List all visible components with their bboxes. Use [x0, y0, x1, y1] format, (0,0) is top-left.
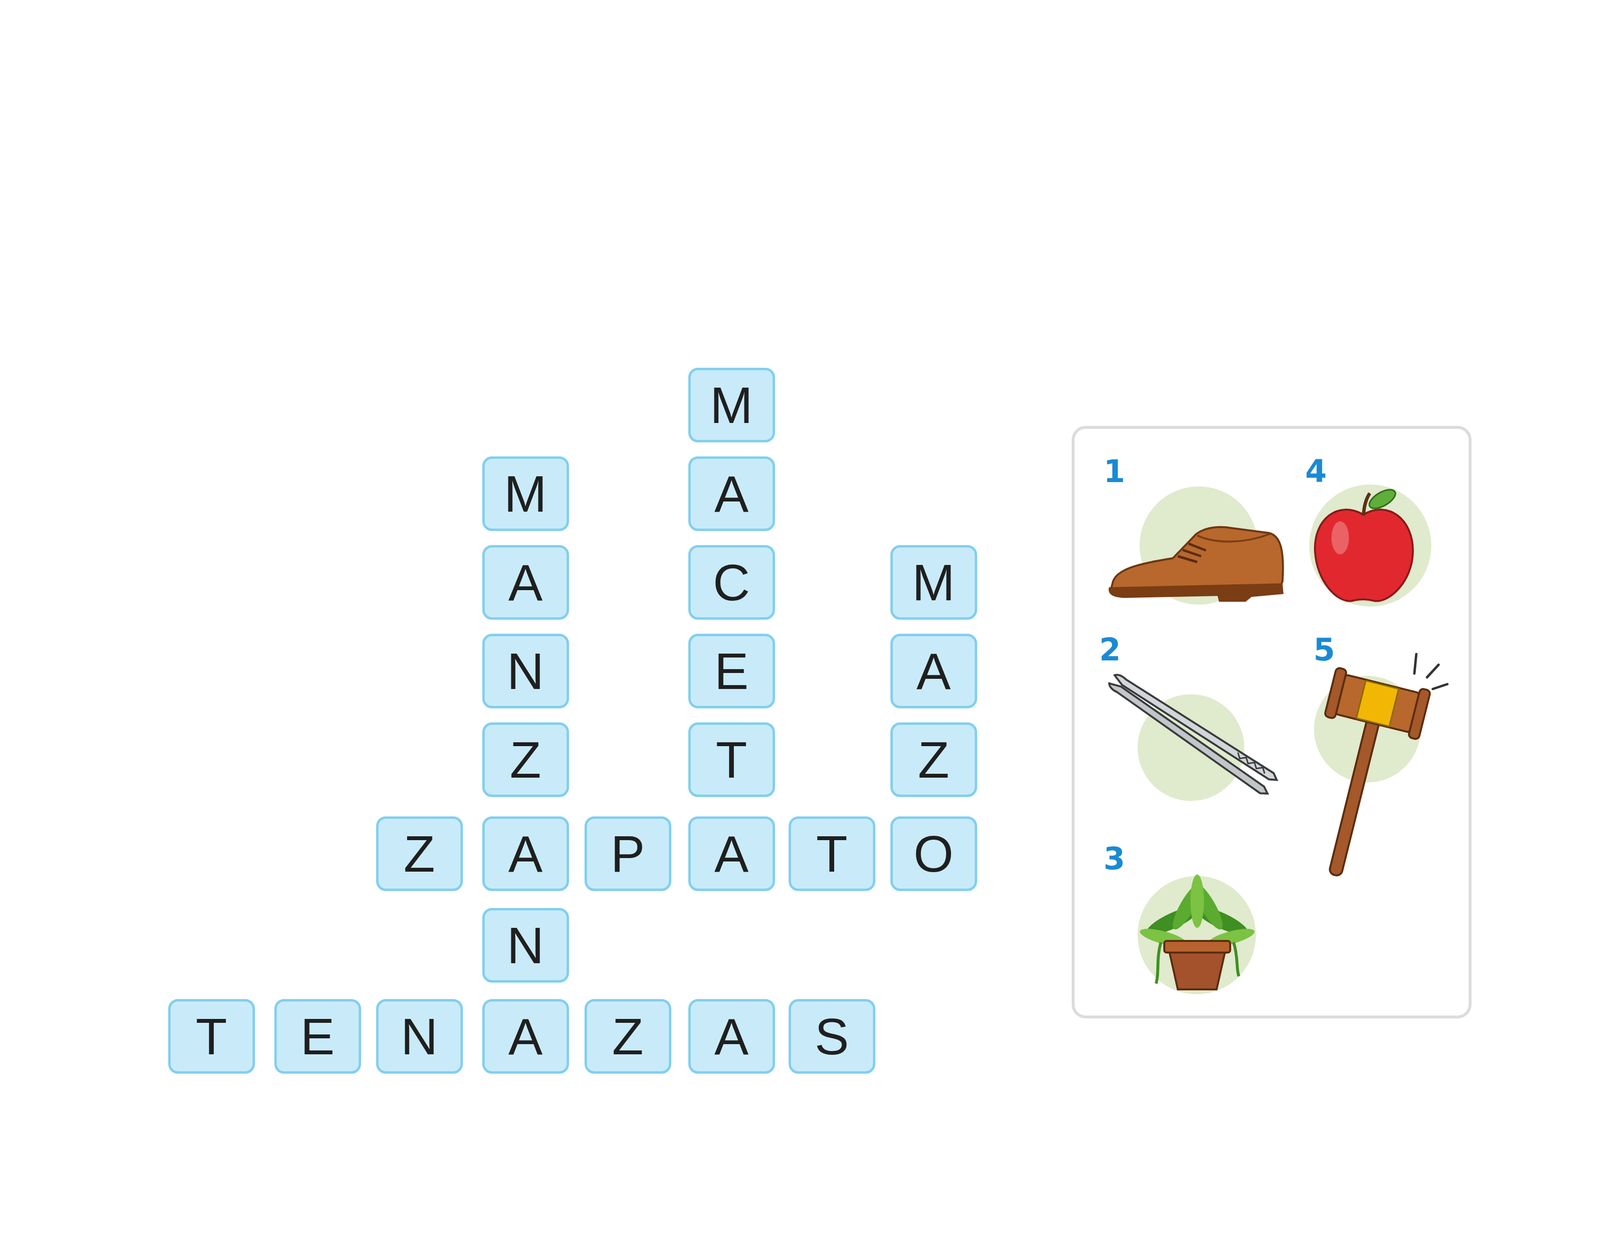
tongs-picture [1105, 668, 1280, 802]
tile-letter: A [508, 556, 543, 609]
shoe-collar [1197, 534, 1270, 542]
letter-tile: A [688, 456, 776, 532]
letter-tile: Z [376, 816, 463, 892]
plant-picture [1137, 874, 1257, 995]
picture-panel [1073, 427, 1471, 1018]
letter-tile: O [890, 816, 978, 892]
letter-tile: E [688, 633, 776, 709]
tile-letter: P [610, 828, 646, 880]
letter-tile: Z [482, 722, 570, 798]
shoe-laces [1177, 543, 1206, 563]
gavel-sparks [1414, 654, 1448, 690]
apple-leaf [1366, 486, 1399, 513]
tile-letter: C [712, 556, 751, 609]
tile-letter: N [400, 1011, 439, 1063]
letter-tile: N [482, 633, 570, 709]
tile-letter: S [814, 1011, 850, 1063]
tongs-arm [1105, 680, 1272, 798]
gavel-picture [1287, 654, 1448, 888]
shoe-picture [1108, 486, 1284, 605]
gavel-band [1356, 681, 1399, 728]
tongs-arms [1105, 668, 1280, 797]
letter-tile: A [688, 816, 776, 892]
letter-tile: A [482, 545, 570, 620]
tile-letter: M [710, 379, 753, 431]
letter-tile: A [890, 633, 978, 709]
tile-letter: Z [612, 1011, 644, 1063]
leaf [1190, 874, 1204, 929]
callout-number: 4 [1305, 456, 1328, 488]
apple-shine [1331, 521, 1349, 555]
letter-tile: A [482, 999, 570, 1075]
tile-letter: A [714, 468, 749, 520]
letter-tile: M [482, 456, 570, 532]
tile-letter: Z [403, 828, 436, 880]
tile-letter: M [504, 468, 547, 520]
letter-tile: N [482, 908, 570, 983]
tile-letter: N [506, 919, 545, 972]
callout-number: 2 [1099, 634, 1122, 666]
shoe-upper [1110, 527, 1284, 590]
letter-tile: M [890, 545, 978, 620]
tile-letter: T [195, 1011, 228, 1063]
apple-body [1314, 509, 1413, 602]
letter-tile: N [376, 999, 463, 1075]
letter-tile: C [688, 545, 776, 620]
tongs-teeth [1235, 751, 1267, 776]
gavel-head [1332, 674, 1423, 734]
letter-tile: T [688, 722, 776, 798]
gavel-body [1287, 667, 1431, 888]
tile-letter: Z [918, 734, 950, 786]
callout-number: 1 [1103, 456, 1126, 488]
tile-letter: M [912, 556, 955, 609]
tile-letter: O [913, 828, 954, 880]
tile-letter: T [816, 828, 848, 880]
tongs-arm [1112, 668, 1279, 787]
tile-letter: E [714, 645, 749, 698]
callout-number: 3 [1103, 843, 1126, 875]
letter-tile: Z [890, 722, 978, 798]
letter-tile: M [688, 367, 776, 443]
letter-tile: T [788, 816, 876, 892]
picture-ground [1309, 484, 1432, 607]
apple-picture [1309, 484, 1432, 607]
letter-tile: P [584, 816, 672, 892]
shoe-sole [1108, 583, 1284, 602]
letter-tile: Z [584, 999, 672, 1075]
tile-letter: A [714, 1011, 749, 1063]
tile-letter: A [916, 645, 951, 698]
tile-letter: E [300, 1011, 335, 1063]
pot [1169, 950, 1226, 990]
letter-tile: T [168, 999, 255, 1075]
tile-letter: Z [509, 734, 542, 786]
callout-number: 5 [1313, 634, 1336, 666]
tile-letter: A [714, 828, 749, 880]
gavel-handle [1328, 711, 1382, 877]
letter-tile: S [788, 999, 876, 1075]
tile-letter: A [508, 828, 543, 880]
letter-tile: A [482, 816, 570, 892]
gavel-cap [1408, 688, 1431, 740]
letter-tile: A [688, 999, 776, 1075]
pot-rim [1164, 941, 1231, 953]
letter-tile: E [274, 999, 362, 1075]
tile-letter: A [508, 1011, 543, 1063]
gavel-cap [1324, 667, 1347, 719]
tile-letter: N [506, 645, 545, 698]
tile-letter: T [715, 734, 748, 786]
